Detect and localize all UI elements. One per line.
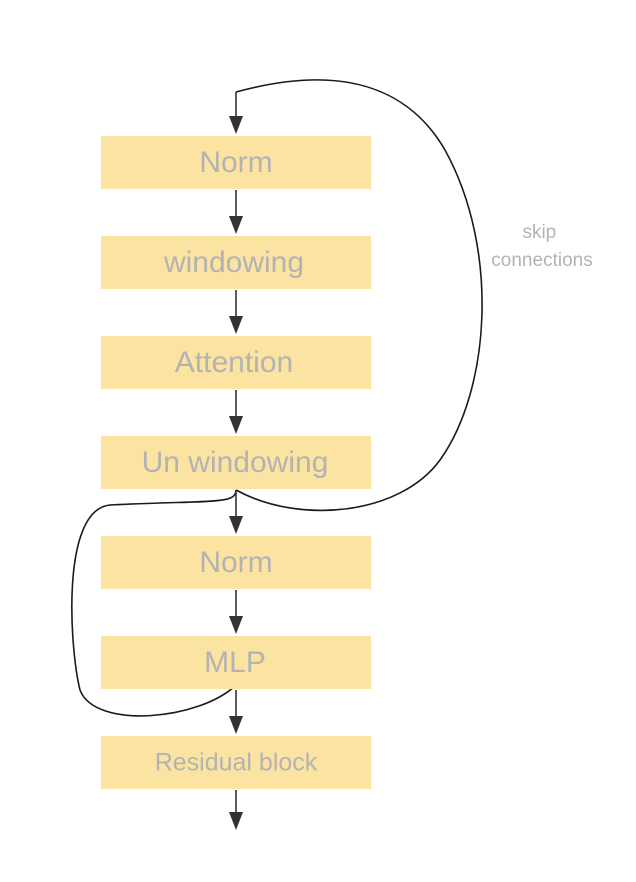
flow-arrowhead-1 bbox=[229, 216, 243, 234]
flow-arrowhead-4 bbox=[229, 516, 243, 534]
block-residual-box bbox=[101, 736, 371, 789]
flow-arrowhead-5 bbox=[229, 616, 243, 634]
block-norm-1-box bbox=[101, 136, 371, 189]
skip-connection-curve-upper bbox=[235, 79, 483, 512]
block-attention-box bbox=[101, 336, 371, 389]
block-un-windowing: Un windowing bbox=[101, 436, 371, 489]
block-mlp-box bbox=[101, 636, 371, 689]
flow-arrowhead-2 bbox=[229, 316, 243, 334]
skip-connection-curve-lower bbox=[71, 489, 237, 717]
flow-arrowhead-0 bbox=[229, 116, 243, 134]
block-mlp-label: MLP bbox=[204, 646, 266, 679]
block-un-windowing-label: Un windowing bbox=[142, 446, 329, 479]
block-windowing-label: windowing bbox=[163, 246, 304, 279]
block-norm-1-label: Norm bbox=[199, 146, 272, 179]
flow-arrowhead-6 bbox=[229, 716, 243, 734]
block-attention-label: Attention bbox=[175, 346, 293, 379]
block-norm-1: Norm bbox=[101, 136, 371, 189]
block-windowing: windowing bbox=[101, 236, 371, 289]
block-norm-2: Norm bbox=[101, 536, 371, 589]
skip-connections-label: skip connections bbox=[491, 222, 592, 271]
flow-arrowhead-7 bbox=[229, 812, 243, 830]
flow-arrowhead-3 bbox=[229, 416, 243, 434]
block-un-windowing-box bbox=[101, 436, 371, 489]
block-windowing-box bbox=[101, 236, 371, 289]
block-norm-2-label: Norm bbox=[199, 546, 272, 579]
skip-label-line2: connections bbox=[491, 250, 592, 271]
flow-arrows bbox=[229, 92, 243, 830]
block-attention: Attention bbox=[101, 336, 371, 389]
block-residual-label: Residual block bbox=[155, 749, 318, 777]
block-mlp: MLP bbox=[101, 636, 371, 689]
skip-label-line1: skip bbox=[522, 222, 556, 243]
block-norm-2-box bbox=[101, 536, 371, 589]
block-residual: Residual block bbox=[101, 736, 371, 789]
